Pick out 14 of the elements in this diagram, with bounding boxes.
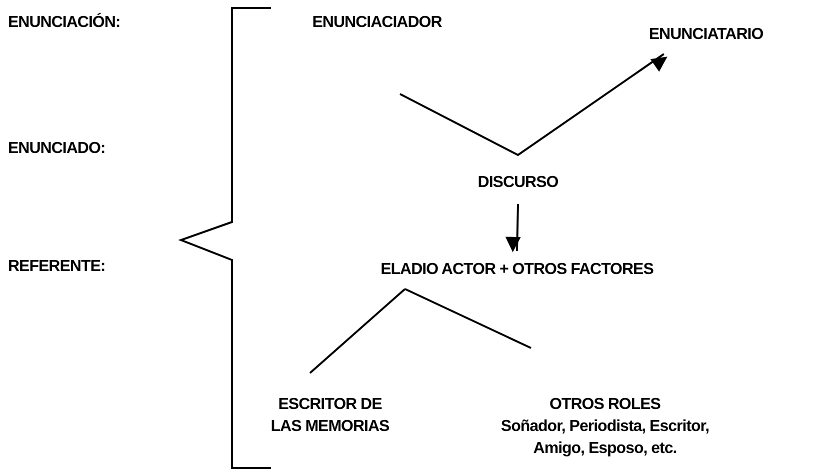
- connector-line: [404, 288, 532, 349]
- node-text: Soñador, Periodista, Escritor, Amigo, Esposo, etc.: [500, 417, 710, 459]
- arrow: [400, 53, 668, 156]
- node-title: ESCRITOR DE LAS MEMORIAS: [270, 395, 390, 437]
- node-title: ENUNCIATARIO: [648, 25, 764, 45]
- level-label: ENUNCIACIÓN:: [8, 14, 120, 32]
- node-title: ENUNCIACIADOR: [312, 13, 442, 33]
- node-title: DISCURSO: [478, 173, 558, 193]
- connector-line: [309, 288, 406, 374]
- level-label: ENUNCIADO:: [8, 140, 106, 158]
- node-title: OTROS ROLES: [550, 395, 660, 415]
- node-title: ELADIO ACTOR + OTROS FACTORES: [380, 260, 654, 280]
- arrow: [505, 204, 521, 252]
- level-label: REFERENTE:: [8, 258, 106, 276]
